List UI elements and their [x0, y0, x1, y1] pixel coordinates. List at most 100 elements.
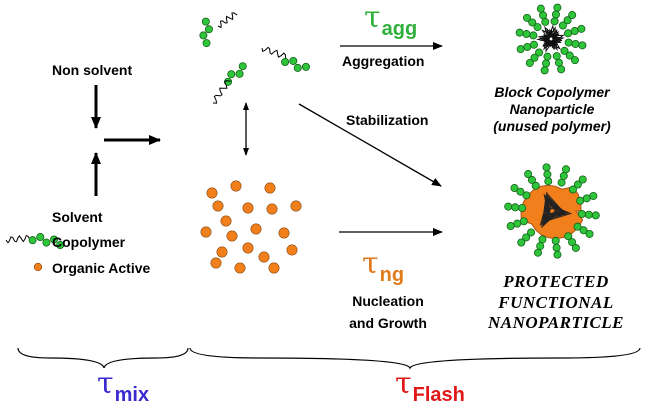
- polymer-bead: [540, 66, 549, 75]
- organic-active-dot: [242, 202, 254, 214]
- polymer-bead: [517, 238, 526, 247]
- tau-flash: τFlash: [395, 366, 465, 407]
- polymer-bead: [515, 28, 524, 37]
- block-caption-line2: Nanoparticle: [509, 100, 595, 117]
- polymer-bead: [28, 236, 37, 245]
- polymer-bead: [529, 31, 538, 40]
- tau-mix-symbol: τ: [97, 366, 114, 401]
- molecule-graphics: [5, 3, 600, 274]
- tau-mix-subscript: mix: [114, 384, 150, 406]
- organic-active-dot: [33, 262, 43, 272]
- organic-active-dot: [220, 215, 232, 227]
- polymer-bead: [281, 57, 290, 66]
- protected-caption-line1: PROTECTED: [503, 272, 609, 291]
- polymer-bead: [522, 191, 531, 200]
- polymer-bead: [510, 184, 519, 193]
- polymer-bead: [577, 209, 586, 218]
- tau-ng: τng: [362, 246, 404, 287]
- polymer-bead: [577, 24, 586, 33]
- polymer-bead: [201, 17, 210, 26]
- polymer-bead: [558, 21, 567, 30]
- polymer-bead: [301, 62, 310, 71]
- polymer-tail: [217, 12, 238, 29]
- polymer-tail: [261, 46, 287, 59]
- organic-active-dot: [206, 187, 218, 199]
- polymer-bead: [527, 175, 536, 184]
- copolymer-label: Copolymer: [52, 234, 126, 250]
- polymer-bead: [576, 196, 585, 205]
- polymer-bead: [522, 233, 531, 242]
- polymer-bead: [564, 38, 573, 47]
- polymer-core: [536, 24, 566, 53]
- organic-active-dot: [242, 242, 254, 254]
- tau-agg: τagg: [364, 0, 417, 41]
- tau-ng-subscript: ng: [379, 264, 405, 286]
- organic-active-dot: [286, 244, 298, 256]
- polymer-bead: [552, 52, 561, 61]
- polymer-bead: [544, 177, 553, 186]
- tau-mix: τmix: [97, 366, 149, 407]
- polymer-bead: [533, 23, 542, 32]
- polymer-bead: [563, 16, 572, 25]
- tau-flash-subscript: Flash: [412, 384, 465, 406]
- polymer-bead: [531, 181, 540, 190]
- tau-flash-symbol: τ: [395, 366, 412, 401]
- polymer-bead: [42, 238, 51, 247]
- polymer-bead: [530, 53, 539, 62]
- polymer-bead: [571, 39, 580, 48]
- block-copolymer-caption: Block Copolymer Nanoparticle (unused pol…: [462, 84, 642, 134]
- organic-active-label: Organic Active: [52, 260, 151, 276]
- polymer-bead: [36, 233, 45, 242]
- organic-active-dot: [230, 180, 242, 192]
- organic-active-dot: [226, 230, 238, 242]
- polymer-bead: [568, 238, 577, 247]
- organic-active-dot: [250, 223, 262, 235]
- brace-flash: [189, 347, 641, 370]
- block-caption-line1: Block Copolymer: [494, 84, 610, 100]
- polymer-bead: [564, 29, 573, 38]
- polymer-bead: [539, 11, 548, 20]
- polymer-bead: [541, 17, 550, 26]
- polymer-bead: [524, 170, 533, 179]
- polymer-bead: [523, 13, 532, 22]
- nucleation-label: Nucleation: [352, 293, 424, 309]
- organic-active-dot: [268, 262, 280, 274]
- polymer-bead: [516, 45, 525, 54]
- polymer-bead: [533, 248, 542, 257]
- polymer-bead: [542, 163, 551, 172]
- polymer-bead: [289, 56, 298, 65]
- protected-nanoparticle-caption: PROTECTED FUNCTIONAL NANOPARTICLE: [464, 272, 648, 334]
- polymer-bead: [570, 56, 579, 65]
- polymer-bead: [568, 11, 577, 20]
- aggregation-label: Aggregation: [342, 53, 425, 69]
- polymer-bead: [506, 222, 515, 231]
- organic-active-dot: [290, 200, 302, 212]
- polymer-bead: [518, 204, 527, 213]
- organic-active-dot: [200, 226, 212, 238]
- polymer-bead: [554, 58, 563, 67]
- polymer-bead: [504, 202, 513, 211]
- polymer-bead: [553, 250, 562, 259]
- block-caption-line3: (unused polymer): [493, 117, 611, 134]
- polymer-bead: [560, 46, 569, 55]
- polymer-bead: [564, 232, 573, 241]
- polymer-bead: [56, 241, 65, 250]
- polymer-bead: [578, 175, 587, 184]
- polymer-bead: [559, 171, 568, 180]
- organic-active-dot: [266, 203, 278, 215]
- polymer-bead: [235, 69, 244, 78]
- organic-active-dot: [278, 227, 290, 239]
- polymer-bead: [535, 48, 544, 57]
- tau-ng-symbol: τ: [362, 246, 379, 281]
- stabilization-label: Stabilization: [346, 112, 429, 128]
- polymer-bead: [543, 170, 552, 179]
- polymer-bead: [557, 178, 566, 187]
- brace-mix: [17, 347, 189, 369]
- polymer-bead: [557, 65, 566, 74]
- polymer-bead: [238, 62, 247, 71]
- non-solvent-label: Non solvent: [52, 62, 133, 78]
- polymer-bead: [552, 243, 561, 252]
- polymer-bead: [528, 18, 537, 27]
